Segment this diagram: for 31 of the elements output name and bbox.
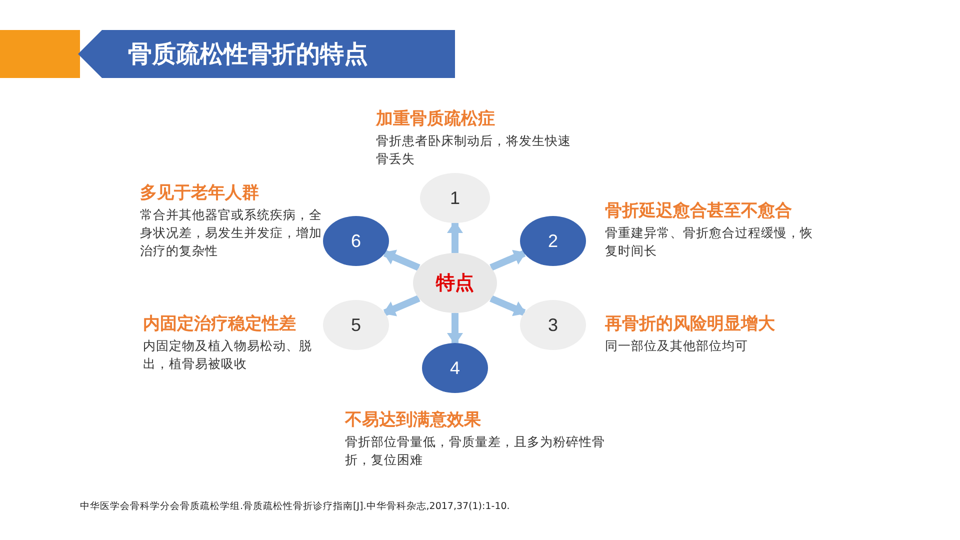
arrow	[490, 295, 526, 316]
item-description: 内固定物及植入物易松动、脱出，植骨易被吸收	[143, 337, 313, 373]
arrow	[382, 295, 420, 316]
arrow	[447, 221, 463, 253]
item-heading: 再骨折的风险明显增大	[605, 313, 776, 335]
item-heading: 多见于老年人群	[140, 182, 260, 204]
number-label: 1	[450, 188, 460, 208]
item-description: 骨重建异常、骨折愈合过程缓慢，恢复时间长	[605, 224, 814, 260]
item-description: 同一部位及其他部位均可	[605, 337, 749, 355]
number-circle	[520, 300, 586, 350]
item-heading: 不易达到满意效果	[345, 409, 482, 431]
number-circle	[520, 216, 586, 266]
number-label: 5	[350, 314, 361, 336]
arrow	[490, 250, 526, 271]
arrow	[382, 250, 420, 271]
title: 骨质疏松性骨折的特点	[128, 39, 368, 70]
number-label: 4	[450, 358, 460, 378]
number-label: 3	[548, 314, 558, 336]
item-description: 常合并其他器官或系统疾病，全身状况差，易发生并发症，增加治疗的复杂性	[140, 206, 323, 260]
item-heading: 内固定治疗稳定性差	[143, 313, 297, 335]
item-description: 骨折患者卧床制动后，将发生快速骨丢失	[376, 132, 572, 168]
item-description: 骨折部位骨量低，骨质量差，且多为粉碎性骨折，复位困难	[345, 433, 606, 469]
center-label: 特点	[436, 272, 474, 296]
number-label: 2	[548, 230, 558, 252]
item-heading: 骨折延迟愈合甚至不愈合	[605, 200, 793, 222]
number-label: 6	[350, 230, 361, 252]
number-circle	[323, 216, 389, 266]
arrow	[447, 313, 463, 345]
item-heading: 加重骨质疏松症	[376, 108, 496, 130]
caption: 中华医学会骨科学分会骨质疏松学组.骨质疏松性骨折诊疗指南[J].中华骨科杂志,2017,37(1):1-10.	[80, 500, 510, 513]
number-circle	[323, 300, 389, 350]
